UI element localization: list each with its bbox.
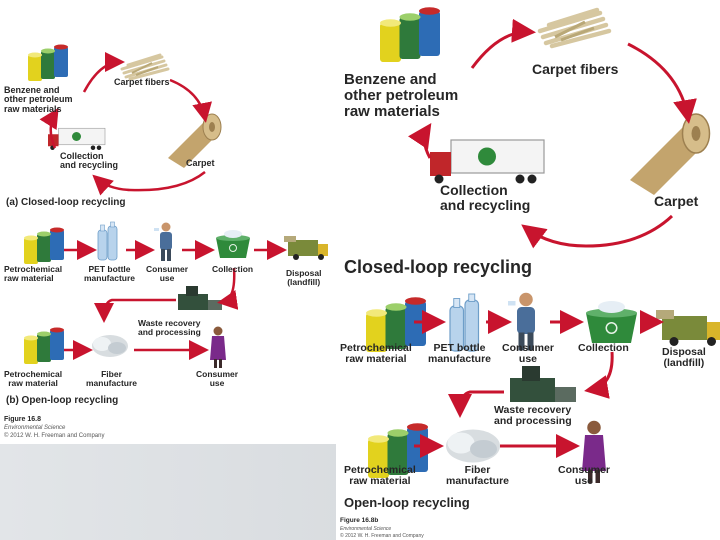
left-consumer-label: Consumer use [146, 264, 189, 283]
left-arrow-to-collection [92, 171, 206, 196]
right-consumer-label: Consumer use [502, 342, 554, 366]
left-closed-loop-diagram [28, 44, 222, 196]
right-collection-open-label: Collection [578, 342, 629, 354]
right-garbage-truck-icon [656, 310, 720, 346]
right-fibers-icon [446, 429, 500, 463]
right-copyright-label: © 2012 W. H. Freeman and Company [340, 533, 424, 539]
left-petrochemical2-label: Petrochemical raw material [4, 369, 63, 388]
right-source-label: Environmental Science [340, 526, 392, 532]
left-waste-label: Waste recovery and processing [138, 318, 201, 337]
left-arrow-to-fibers [82, 52, 125, 93]
left-open-loop-title: (b) Open-loop recycling [6, 395, 119, 406]
right-arrow-to-collection [521, 214, 674, 249]
left-arrow-to-carpet [169, 78, 212, 123]
right-benzene-label: Benzene and other petroleum raw material… [344, 71, 459, 120]
right-closed-loop-title: Closed-loop recycling [344, 257, 533, 277]
left-consumer-icon [154, 222, 172, 261]
right-bin-icon [585, 300, 638, 344]
right-petrochemical-label: Petrochemical raw material [340, 342, 412, 366]
right-consumer2-label: Consumer use [558, 464, 610, 488]
left-benzene-label: Benzene and other petroleum raw material… [4, 85, 73, 114]
right-figure-number: Figure 16.8b [340, 517, 379, 524]
left-source-label: Environmental Science [4, 425, 66, 431]
left-arrow-5 [217, 267, 239, 310]
left-consumer2-label: Consumer use [196, 369, 239, 388]
left-collection-open-label: Collection [212, 264, 254, 274]
left-arrow-6 [94, 298, 176, 323]
left-garbage-truck-icon [284, 236, 328, 260]
right-carpet-fibers-label: Carpet fibers [532, 61, 619, 77]
left-collection-label: Collection and recycling [60, 151, 119, 171]
right-arrow-to-raw [408, 123, 432, 159]
left-carpet-label: Carpet [186, 158, 215, 168]
left-disposal-label: Disposal (landfill) [286, 268, 322, 287]
right-waste-label: Waste recovery and processing [494, 404, 572, 428]
left-carpet-fibers-icon [120, 53, 170, 81]
right-fiber-label: Fiber manufacture [446, 464, 510, 488]
right-closed-loop-diagram [380, 7, 711, 249]
right-pet-bottle-label: PET bottle manufacture [428, 342, 492, 366]
left-pet-bottle-label: PET bottle manufacture [84, 264, 136, 283]
right-facility-icon [510, 366, 576, 402]
left-closed-loop-title: (a) Closed-loop recycling [6, 197, 126, 208]
right-arrow-to-carpet [627, 42, 697, 124]
left-fiber-label: Fiber manufacture [86, 369, 138, 388]
left-fibers-icon [92, 335, 128, 357]
left-barrels-icon [28, 44, 68, 81]
right-open-loop-diagram [366, 292, 720, 483]
right-collection-label: Collection and recycling [440, 182, 531, 213]
left-barrels-icon-3 [24, 327, 64, 364]
right-semi-truck-icon [429, 139, 545, 185]
left-carpet-fibers-label: Carpet fibers [114, 77, 170, 87]
right-carpet-fibers-icon [540, 10, 609, 46]
left-figure-number: Figure 16.8 [4, 416, 41, 423]
left-bottles-icon [97, 221, 118, 261]
left-copyright-label: © 2012 W. H. Freeman and Company [4, 433, 105, 439]
left-petrochemical-label: Petrochemical raw material [4, 264, 63, 283]
left-facility-icon [178, 286, 222, 310]
right-carpet-roll-icon [629, 113, 711, 196]
right-carpet-label: Carpet [654, 193, 699, 209]
right-barrels-icon [380, 7, 440, 62]
right-arrow-5 [584, 351, 614, 399]
left-open-loop-diagram [24, 221, 328, 368]
right-disposal-label: Disposal (landfill) [662, 346, 706, 370]
left-consumer2-icon [210, 326, 226, 368]
right-open-loop-title: Open-loop recycling [344, 495, 470, 510]
right-arrow-to-fibers [470, 18, 536, 69]
left-barrels-icon-2 [24, 227, 64, 264]
right-arrow-6 [448, 390, 504, 418]
left-semi-truck-icon [47, 127, 106, 151]
left-bin-icon [215, 229, 251, 259]
right-petrochemical2-label: Petrochemical raw material [344, 464, 416, 488]
left-arrow-to-raw [39, 107, 59, 149]
